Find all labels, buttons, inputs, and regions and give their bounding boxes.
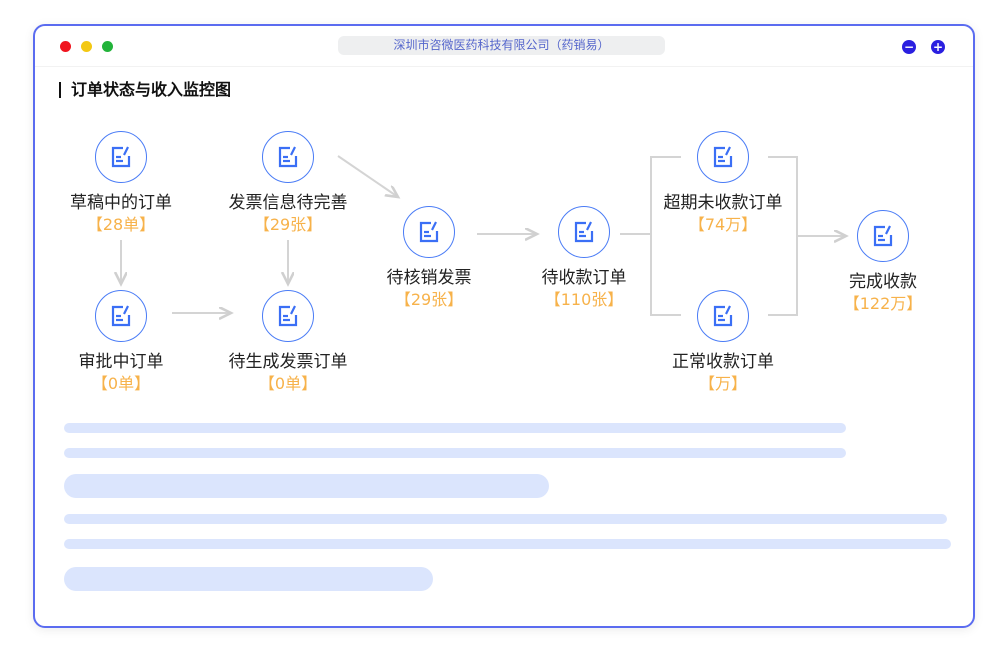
app-window: 深圳市咨微医药科技有限公司（药销易） − + 订单状态与收入监控图 (33, 24, 975, 628)
node-label: 超期未收款订单 (663, 193, 783, 213)
node-value: 【122万】 (843, 294, 923, 313)
document-edit-icon (558, 206, 610, 258)
flow-node[interactable]: 待核销发票【29张】 (329, 206, 529, 311)
node-value: 【29张】 (394, 290, 464, 309)
node-value: 【0单】 (91, 374, 151, 393)
skeleton-line (64, 423, 846, 433)
skeleton-block (64, 567, 433, 591)
split-bracket (620, 156, 681, 316)
minimize-window-button[interactable] (81, 41, 92, 52)
node-value: 【29张】 (253, 215, 323, 234)
close-window-button[interactable] (60, 41, 71, 52)
arrow (337, 155, 398, 197)
node-label: 待核销发票 (386, 268, 472, 288)
title-bar: 深圳市咨微医药科技有限公司（药销易） − + (35, 26, 973, 67)
node-label: 草稿中的订单 (70, 193, 172, 213)
node-label: 发票信息待完善 (228, 193, 348, 213)
page-title: 订单状态与收入监控图 (59, 82, 231, 98)
flow-node[interactable]: 审批中订单【0单】 (21, 290, 221, 395)
maximize-window-button[interactable] (102, 41, 113, 52)
document-edit-icon (697, 290, 749, 342)
node-label: 审批中订单 (78, 352, 164, 372)
node-value: 【0单】 (258, 374, 318, 393)
document-edit-icon (95, 290, 147, 342)
document-edit-icon (403, 206, 455, 258)
document-edit-icon (262, 290, 314, 342)
flow-node[interactable]: 草稿中的订单【28单】 (21, 131, 221, 236)
node-value: 【28单】 (86, 215, 156, 234)
document-edit-icon (857, 210, 909, 262)
flow-node[interactable]: 待生成发票订单【0单】 (188, 290, 388, 395)
flow-node[interactable]: 待收款订单【110张】 (484, 206, 684, 311)
flow-node[interactable]: 超期未收款订单【74万】 (623, 131, 823, 236)
merge-bracket (768, 156, 846, 316)
node-value: 【110张】 (544, 290, 624, 309)
zoom-in-button[interactable]: + (931, 40, 945, 54)
node-label: 完成收款 (849, 272, 917, 292)
node-label: 正常收款订单 (672, 352, 774, 372)
node-value: 【万】 (698, 374, 747, 393)
document-edit-icon (95, 131, 147, 183)
skeleton-line (64, 539, 951, 549)
node-label: 待收款订单 (541, 268, 627, 288)
document-edit-icon (697, 131, 749, 183)
zoom-out-button[interactable]: − (902, 40, 916, 54)
node-label: 待生成发票订单 (228, 352, 348, 372)
flow-node[interactable]: 发票信息待完善【29张】 (188, 131, 388, 236)
flow-node[interactable]: 正常收款订单【万】 (623, 290, 823, 395)
document-edit-icon (262, 131, 314, 183)
window-title: 深圳市咨微医药科技有限公司（药销易） (338, 36, 665, 55)
flow-node[interactable]: 完成收款【122万】 (783, 210, 983, 315)
node-value: 【74万】 (688, 215, 758, 234)
skeleton-line (64, 448, 846, 458)
skeleton-block (64, 474, 549, 498)
skeleton-line (64, 514, 947, 524)
